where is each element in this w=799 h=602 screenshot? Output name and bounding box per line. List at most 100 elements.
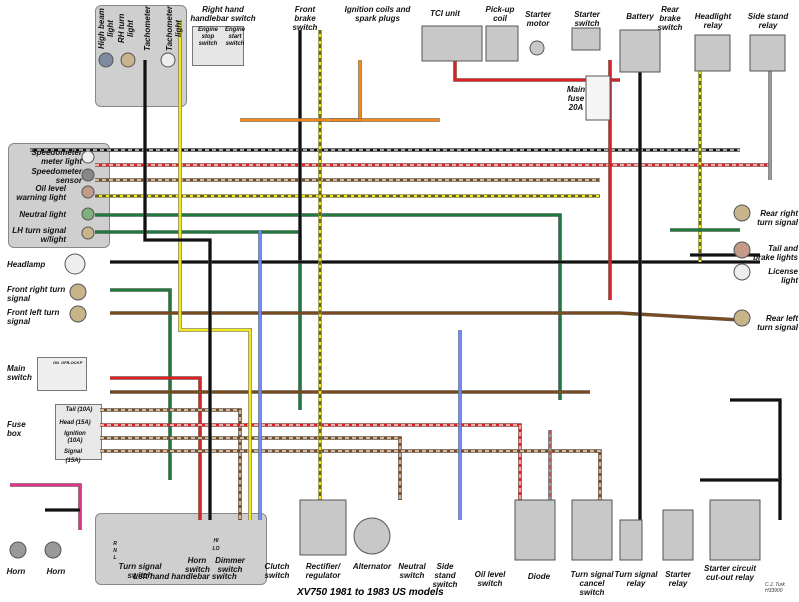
starter-relay xyxy=(662,509,694,561)
label-horn-switch: Horn switch xyxy=(185,556,210,574)
wire-green-lh-edge xyxy=(95,230,302,410)
main-switch-col-on: ON xyxy=(53,360,59,365)
label-neutral-light: Neutral light xyxy=(19,210,66,219)
speedo-sensor xyxy=(81,168,95,182)
credit-author: C.J. Turk xyxy=(765,582,785,588)
fuse-tail: Tail (10A) xyxy=(65,407,93,413)
label-front-brake: Front brake switch xyxy=(292,5,318,32)
speedo-bulb xyxy=(81,150,95,164)
wire-green-main-edge xyxy=(95,213,562,400)
diode xyxy=(514,499,556,561)
label-side-stand-relay: Side stand relay xyxy=(747,12,789,30)
label-front-right: Front right turn signal xyxy=(7,285,66,303)
label-lh-turn-light: LH turn signal w/light xyxy=(12,226,66,244)
label-alternator: Alternator xyxy=(352,562,392,571)
rh-turn-bulb xyxy=(120,52,136,68)
wire-orange-coil-edge xyxy=(330,60,362,122)
wire-brown-signal-tracer xyxy=(100,450,601,500)
side-stand-relay xyxy=(749,34,786,72)
label-tachometer: Tachometer xyxy=(143,5,152,51)
label-clutch: Clutch switch xyxy=(264,562,290,580)
label-starter-relay: Starter relay xyxy=(665,570,691,588)
turn-pos-n: N xyxy=(113,548,117,554)
wire-brown-fuse2-tracer xyxy=(100,437,401,500)
wire-brown-signal xyxy=(100,449,602,500)
starter-switch xyxy=(571,27,601,51)
wire-pink-horn-edge xyxy=(10,483,82,530)
tci-unit xyxy=(421,25,483,62)
wire-orange-coil xyxy=(330,60,362,122)
horn-1 xyxy=(9,541,27,559)
horn-2 xyxy=(44,541,62,559)
label-diode: Diode xyxy=(527,572,551,581)
main-switch-col-p: P xyxy=(79,360,83,365)
label-headlight-relay: Headlight relay xyxy=(694,12,732,30)
label-turn-relay: Turn signal relay xyxy=(614,570,658,588)
label-starter-switch: Starter switch xyxy=(574,10,600,28)
label-fuse-box: Fuse box xyxy=(7,420,26,438)
turn-pos-l: L xyxy=(113,555,117,561)
wire-black-instr xyxy=(143,60,212,520)
label-cutout-relay: Starter circuit cut-out relay xyxy=(703,564,757,582)
label-engine-start: Engine start switch xyxy=(225,27,246,47)
label-dimmer-switch: Dimmer switch xyxy=(215,556,245,574)
label-cancel-switch: Turn signal cancel switch xyxy=(570,570,614,597)
wire-brown-signal-edge xyxy=(100,449,602,500)
label-pickup: Pick-up coil xyxy=(485,5,515,23)
label-main-switch: Main switch xyxy=(7,364,32,382)
starter-motor xyxy=(529,40,545,56)
wire-yellow-instr xyxy=(178,20,252,520)
label-horn-1: Horn xyxy=(6,567,26,576)
fuse-box xyxy=(55,404,102,460)
rectifier xyxy=(299,499,347,556)
rh-switch-box xyxy=(192,26,244,66)
dimmer-hi: HI xyxy=(213,538,219,544)
alternator xyxy=(353,517,391,555)
oil-bulb xyxy=(81,185,95,199)
label-engine-stop: Engine stop switch xyxy=(197,27,218,47)
label-rectifier: Rectifier/ regulator xyxy=(305,562,341,580)
label-ignition-coils: Ignition coils and spark plugs xyxy=(344,5,411,23)
label-rear-left: Rear left turn signal xyxy=(757,314,798,332)
label-oil-level-switch: Oil level switch xyxy=(474,570,506,588)
label-tail-brake: Tail and brake lights xyxy=(753,244,798,262)
wire-pink-horn xyxy=(10,483,82,530)
lh-turn-bulb xyxy=(81,226,95,240)
diagram-title: XV750 1981 to 1983 US models xyxy=(297,587,444,598)
wire-green-front-right xyxy=(110,288,172,480)
headlight-relay xyxy=(694,34,731,72)
label-oil-warning: Oil level warning light xyxy=(16,184,66,202)
label-rh-turn: RH turn light xyxy=(117,13,135,44)
lh-switch-panel xyxy=(95,513,267,585)
license-bulb xyxy=(733,263,751,281)
label-horn-2: Horn xyxy=(46,567,66,576)
label-rear-right: Rear right turn signal xyxy=(757,209,798,227)
front-left-bulb xyxy=(69,305,87,323)
label-headlamp: Headlamp xyxy=(7,260,46,269)
label-turn-signal-switch: Turn signal switch xyxy=(118,562,162,580)
wire-black-cutout2 xyxy=(730,398,782,480)
tail-bulb xyxy=(733,241,751,259)
front-right-bulb xyxy=(69,283,87,301)
label-main-fuse: Main fuse 20A xyxy=(566,85,586,112)
main-fuse-box xyxy=(585,75,611,121)
label-front-left: Front left turn signal xyxy=(7,308,60,326)
wire-green-lh xyxy=(95,230,302,410)
label-starter-motor: Starter motor xyxy=(525,10,551,28)
dimmer-lo: LO xyxy=(212,546,220,552)
main-switch-box xyxy=(37,357,87,391)
wire-brown-front-left xyxy=(110,311,741,322)
pickup-coil xyxy=(485,25,519,62)
label-battery: Battery xyxy=(626,12,654,21)
label-side-stand-switch: Side stand switch xyxy=(432,562,458,589)
fuse-signal: Signal (15A) xyxy=(63,449,82,464)
tacho-bulb xyxy=(160,52,176,68)
wire-brown-fuse-tracer xyxy=(100,409,241,520)
label-rear-brake: Rear brake switch xyxy=(657,5,683,32)
rear-left-bulb xyxy=(733,309,751,327)
wire-black-cutout2-edge xyxy=(730,398,782,480)
wire-red-main-switch xyxy=(110,376,202,520)
